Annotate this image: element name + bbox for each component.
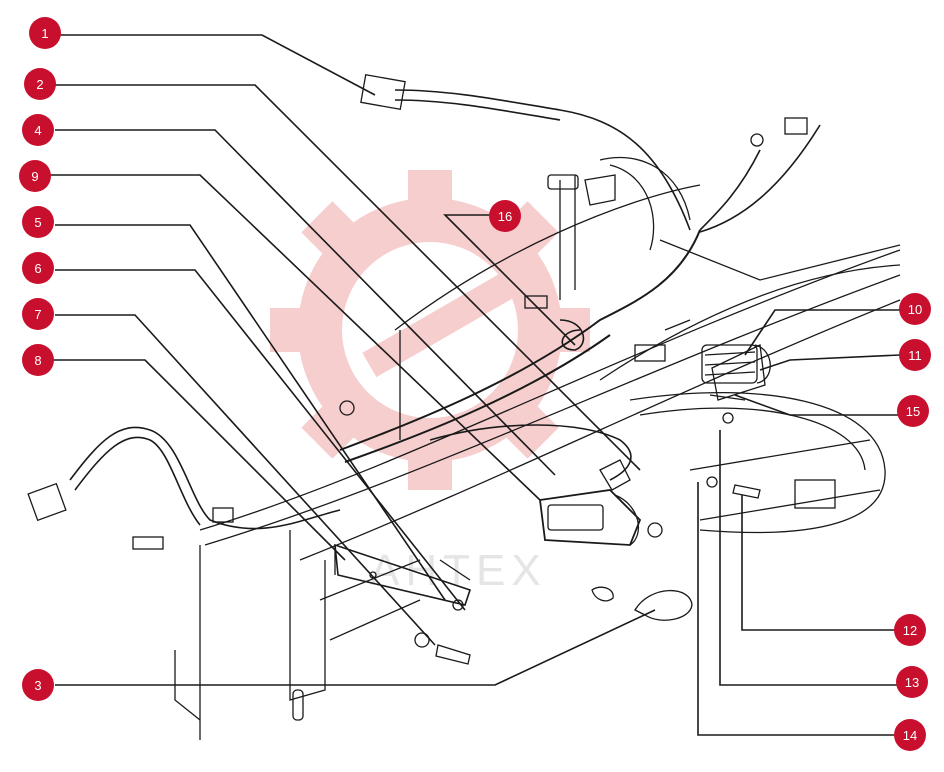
callout-badge: 8 <box>22 344 54 376</box>
watermark-text: АНТЕХ <box>370 546 547 595</box>
callout-badges: 1 2 4 9 5 6 7 8 <box>19 17 931 751</box>
callout-badge: 7 <box>22 298 54 330</box>
callout-badge: 14 <box>894 719 926 751</box>
callout-label: 6 <box>34 261 41 276</box>
callout-label: 12 <box>903 623 917 638</box>
callout-badge: 12 <box>894 614 926 646</box>
callout-label: 3 <box>34 678 41 693</box>
callout-badge-circle <box>896 666 928 698</box>
callout-label: 10 <box>908 302 922 317</box>
callout-badge: 9 <box>19 160 51 192</box>
callout-label: 9 <box>31 169 38 184</box>
callout-badge-circle <box>489 200 521 232</box>
machine-body-drawing <box>27 73 901 740</box>
callout-badge-circle <box>19 160 51 192</box>
callout-badge: 13 <box>896 666 928 698</box>
callout-badge-circle <box>22 669 54 701</box>
callout-badge-circle <box>897 395 929 427</box>
callout-label: 15 <box>906 404 920 419</box>
callout-badge-circle <box>22 298 54 330</box>
callout-badge-circle <box>29 17 61 49</box>
callout-label: 5 <box>34 215 41 230</box>
callout-label: 14 <box>903 728 917 743</box>
callout-label: 11 <box>908 348 922 363</box>
callout-badge-circle <box>899 339 931 371</box>
callout-badge: 10 <box>899 293 931 325</box>
callout-badge: 15 <box>897 395 929 427</box>
callout-label: 1 <box>41 26 48 41</box>
leader-lines <box>50 34 901 736</box>
callout-badge-circle <box>899 293 931 325</box>
callout-badge-circle <box>22 252 54 284</box>
gear-logo-icon <box>270 170 590 490</box>
callout-badge: 6 <box>22 252 54 284</box>
callout-badge-circle <box>894 719 926 751</box>
callout-label: 7 <box>34 307 41 322</box>
callout-badge: 16 <box>489 200 521 232</box>
callout-badge-circle <box>24 68 56 100</box>
callout-label: 13 <box>905 675 919 690</box>
callout-badge: 3 <box>22 669 54 701</box>
callout-badge: 5 <box>22 206 54 238</box>
callout-badge-circle <box>22 114 54 146</box>
callout-badge-circle <box>22 344 54 376</box>
callout-label: 8 <box>34 353 41 368</box>
callout-badge: 2 <box>24 68 56 100</box>
callout-badge: 1 <box>29 17 61 49</box>
callout-badge: 4 <box>22 114 54 146</box>
callout-badge: 11 <box>899 339 931 371</box>
callout-label: 16 <box>498 209 512 224</box>
callout-badge-circle <box>894 614 926 646</box>
callout-label: 2 <box>36 77 43 92</box>
callout-label: 4 <box>34 123 41 138</box>
callout-badge-circle <box>22 206 54 238</box>
